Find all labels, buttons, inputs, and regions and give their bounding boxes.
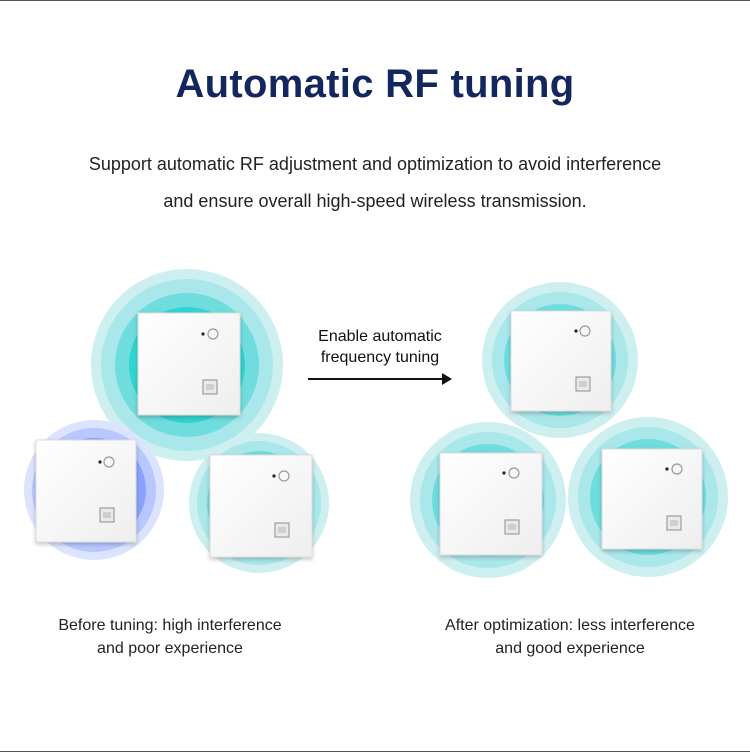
access-point-panel bbox=[137, 312, 241, 416]
access-point-panel bbox=[209, 454, 313, 558]
power-ring-icon bbox=[103, 456, 115, 468]
arrow-right-icon bbox=[442, 373, 452, 385]
after-device-right bbox=[568, 417, 728, 577]
power-ring-icon bbox=[671, 463, 683, 475]
before-caption-line-2: and poor experience bbox=[97, 640, 243, 657]
ethernet-port-icon-inner bbox=[670, 520, 678, 526]
led-dot bbox=[574, 329, 578, 333]
after-caption: After optimization: less interference an… bbox=[420, 614, 720, 660]
arrow-label-line-2: frequency tuning bbox=[320, 349, 440, 366]
ethernet-port-icon-inner bbox=[278, 527, 286, 533]
after-device-top bbox=[482, 282, 638, 438]
before-device-right bbox=[189, 433, 329, 573]
before-caption: Before tuning: high interference and poo… bbox=[20, 614, 320, 660]
bottom-rule bbox=[0, 751, 750, 752]
access-point-panel bbox=[510, 310, 612, 412]
arrow-label: Enable automatic frequency tuning bbox=[300, 326, 460, 368]
ethernet-port-icon-inner bbox=[206, 384, 214, 390]
page-subtitle: Support automatic RF adjustment and opti… bbox=[0, 146, 750, 220]
after-caption-line-2: and good experience bbox=[495, 640, 645, 657]
subtitle-line-1: Support automatic RF adjustment and opti… bbox=[88, 154, 662, 174]
top-rule bbox=[0, 0, 750, 1]
after-device-left bbox=[410, 422, 566, 578]
led-dot bbox=[98, 460, 102, 464]
access-point-panel bbox=[601, 448, 703, 550]
subtitle-line-2: and ensure overall high-speed wireless t… bbox=[163, 191, 587, 211]
power-ring-icon bbox=[508, 467, 520, 479]
power-ring-icon bbox=[278, 470, 290, 482]
arrow-line bbox=[308, 378, 444, 380]
ethernet-port-icon-inner bbox=[508, 524, 516, 530]
before-device-top bbox=[91, 269, 283, 461]
led-dot bbox=[665, 467, 669, 471]
before-device-left bbox=[24, 420, 164, 560]
access-point-panel bbox=[35, 439, 137, 543]
access-point-panel bbox=[439, 452, 543, 556]
before-caption-line-1: Before tuning: high interference bbox=[58, 617, 282, 634]
power-ring-icon bbox=[207, 328, 219, 340]
after-caption-line-1: After optimization: less interference bbox=[445, 617, 695, 634]
ethernet-port-icon-inner bbox=[103, 512, 111, 518]
page-title: Automatic RF tuning bbox=[175, 62, 575, 106]
led-dot bbox=[201, 332, 205, 336]
power-ring-icon bbox=[579, 325, 591, 337]
arrow-label-line-1: Enable automatic bbox=[318, 328, 442, 345]
ethernet-port-icon-inner bbox=[579, 381, 587, 387]
led-dot bbox=[502, 471, 506, 475]
led-dot bbox=[272, 474, 276, 478]
